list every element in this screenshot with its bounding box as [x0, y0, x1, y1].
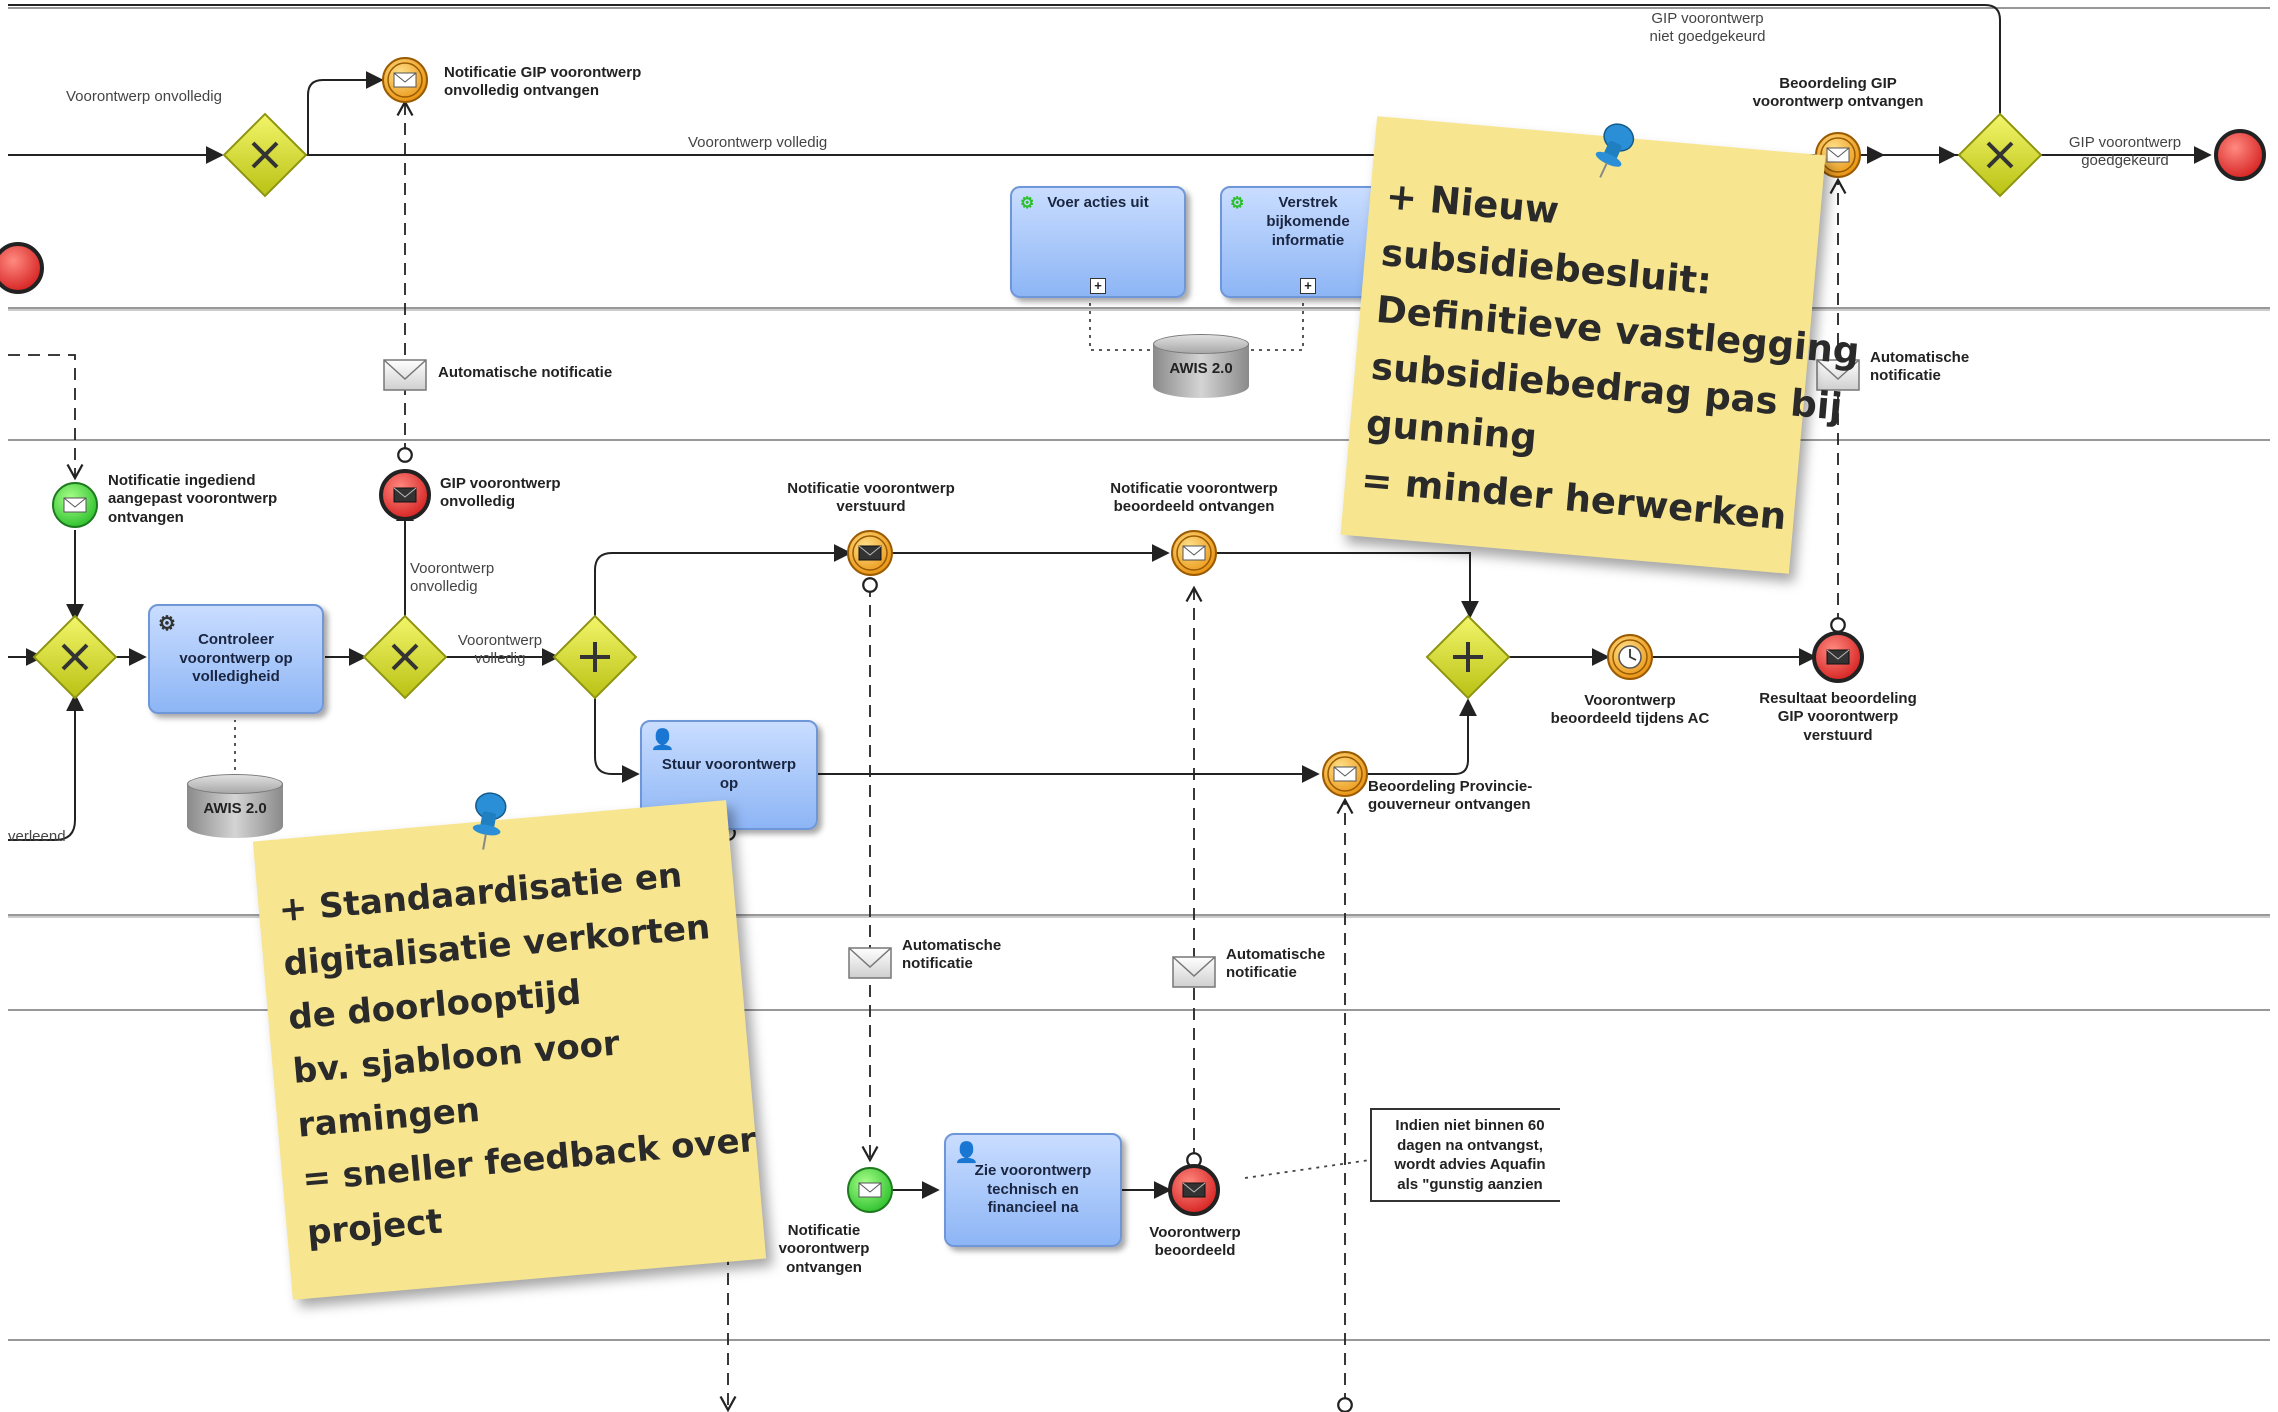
- label-beoordeling-provincie: Beoordeling Provincie- gouverneur ontvan…: [1368, 778, 1533, 814]
- task-label: Verstrek bijkomende informatie: [1266, 194, 1350, 249]
- label-resultaat-beoordeling: Resultaat beoordeling GIP voorontwerp ve…: [1759, 690, 1917, 744]
- gateway-parallel-split: [552, 614, 638, 700]
- label-voorontwerp-beoordeeld: Voorontwerp beoordeeld: [1149, 1224, 1241, 1260]
- task-label: Controleer voorontwerp op volledigheid: [179, 630, 293, 686]
- end-event-top-left: [0, 242, 44, 294]
- task-controleer[interactable]: ⚙ Controleer voorontwerp op volledigheid: [148, 604, 324, 714]
- text-annotation: Indien niet binnen 60 dagen na ontvangst…: [1370, 1108, 1560, 1202]
- label-notif-voorontwerp-ontvangen: Notificatie voorontwerp ontvangen: [778, 1222, 870, 1276]
- gateway-exclusive-left: [32, 614, 118, 700]
- end-event-top-right: [2214, 129, 2266, 181]
- pushpin-icon: [1595, 123, 1635, 178]
- gateway-parallel-join: [1425, 614, 1511, 700]
- datastore-label: AWIS 2.0: [1169, 360, 1233, 377]
- label-notif-verstuurd: Notificatie voorontwerp verstuurd: [787, 480, 955, 516]
- label-voorontwerp-onvolledig: Voorontwerp onvolledig: [66, 88, 222, 105]
- start-event-message-ingediend: [52, 482, 98, 528]
- label-verleend: verleend: [8, 828, 66, 845]
- sticky-note-right: + Nieuw subsidiebesluit: Definitieve vas…: [1340, 116, 1861, 574]
- label-notif-gip-onvolledig: Notificatie GIP voorontwerp onvolledig o…: [444, 64, 642, 100]
- pushpin-icon: [472, 792, 507, 850]
- event-timer-ac: [1607, 634, 1653, 680]
- script-icon: ⚙: [1230, 195, 1245, 212]
- label-beoordeling-gip-ontvangen: Beoordeling GIP voorontwerp ontvangen: [1752, 75, 1924, 111]
- event-message-catch-beoordeling: [1815, 132, 1861, 178]
- start-event-message-voorontwerp-ontvangen: [847, 1167, 893, 1213]
- task-voer-acties-uit[interactable]: ⚙ Voer acties uit +: [1010, 186, 1186, 298]
- label-voorontwerp-volledig: Voorontwerp volledig: [688, 134, 828, 151]
- end-event-message-gip-onvolledig: [379, 469, 431, 521]
- gateway-exclusive-top: [222, 112, 308, 198]
- task-label: Voer acties uit: [1047, 194, 1149, 211]
- subprocess-expand-icon[interactable]: +: [1090, 278, 1106, 294]
- end-event-message-resultaat: [1812, 631, 1864, 683]
- label-auto-notif-2: Automatische notificatie: [1870, 349, 1970, 385]
- label-notif-ingediend: Notificatie ingediend aangepast voorontw…: [108, 472, 278, 526]
- label-auto-notif-4: Automatische notificatie: [1226, 946, 1326, 982]
- event-message-catch-top: [382, 57, 428, 103]
- event-message-catch-provincie: [1322, 751, 1368, 797]
- sticky-note-left: + Standaardisatie en digitalisatie verko…: [252, 800, 767, 1300]
- label-voorontwerp-onvolledig-mid: Voorontwerp onvolledig: [410, 560, 495, 596]
- script-icon: ⚙: [1020, 195, 1035, 212]
- task-zie-voorontwerp[interactable]: 👤 Zie voorontwerp technisch en financiee…: [944, 1133, 1122, 1247]
- gateway-exclusive-mid: [362, 614, 448, 700]
- datastore-label: AWIS 2.0: [203, 800, 267, 817]
- label-gip-onvolledig: GIP voorontwerp onvolledig: [440, 475, 561, 511]
- task-label: Zie voorontwerp technisch en financieel …: [974, 1161, 1092, 1217]
- gateway-exclusive-top-right: [1957, 112, 2043, 198]
- datastore-awis-top: AWIS 2.0: [1153, 334, 1249, 400]
- envelope-icon: [848, 947, 892, 979]
- subprocess-expand-icon[interactable]: +: [1300, 278, 1316, 294]
- envelope-icon: [1172, 956, 1216, 988]
- user-icon: 👤: [650, 729, 675, 751]
- envelope-icon: [383, 359, 427, 391]
- event-message-throw-verstuurd: [847, 530, 893, 576]
- gear-icon: ⚙: [158, 613, 176, 635]
- label-notif-beoordeeld-ontvangen: Notificatie voorontwerp beoordeeld ontva…: [1110, 480, 1278, 516]
- task-verstrek-info[interactable]: ⚙ Verstrek bijkomende informatie +: [1220, 186, 1396, 298]
- label-gip-goedgekeurd: GIP voorontwerp goedgekeurd: [2068, 134, 2182, 170]
- task-label: Stuur voorontwerp op: [661, 756, 797, 792]
- user-icon: 👤: [954, 1142, 979, 1164]
- envelope-icon: [1816, 359, 1860, 391]
- end-event-message-beoordeeld: [1168, 1164, 1220, 1216]
- label-auto-notif-3: Automatische notificatie: [902, 937, 1002, 973]
- label-auto-notif-1: Automatische notificatie: [438, 364, 613, 381]
- label-gip-niet-goedgekeurd: GIP voorontwerp niet goedgekeurd: [1649, 10, 1766, 46]
- datastore-awis-bottom: AWIS 2.0: [187, 774, 283, 840]
- event-message-catch-beoordeeld: [1171, 530, 1217, 576]
- label-beoordeeld-tijdens-ac: Voorontwerp beoordeeld tijdens AC: [1550, 692, 1710, 728]
- data-associations: [234, 295, 1371, 1179]
- label-voorontwerp-volledig-mid: Voorontwerp volledig: [457, 632, 543, 668]
